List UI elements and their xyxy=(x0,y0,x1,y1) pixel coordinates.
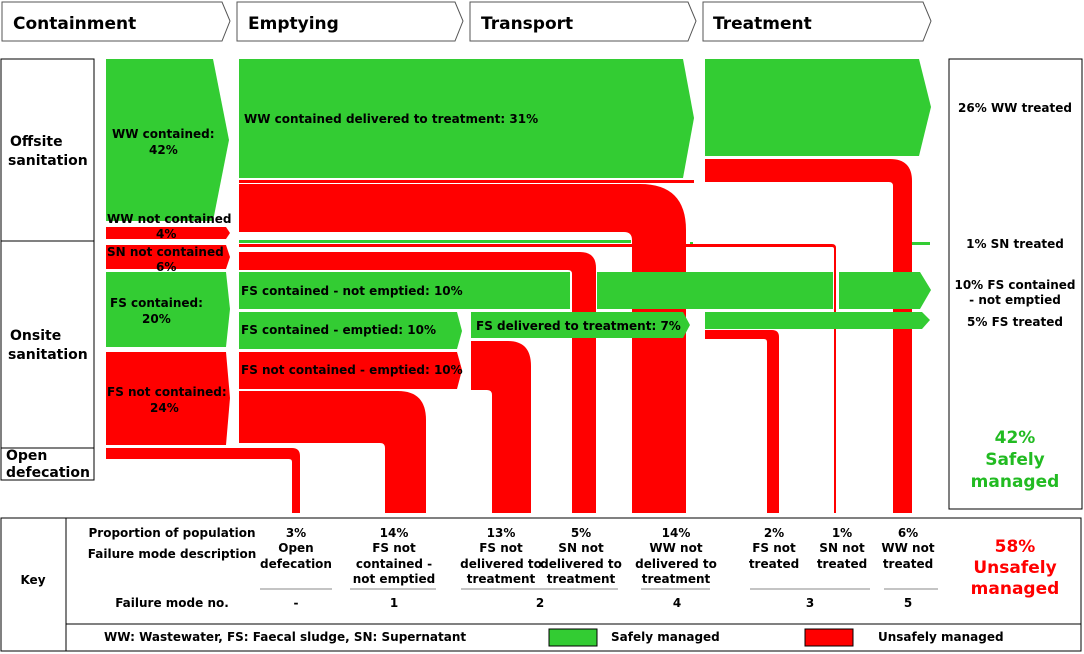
stage-transport: Transport xyxy=(481,14,573,34)
key-col-ww-nt-desc: WW not xyxy=(881,541,934,555)
abbrev-legend: WW: Wastewater, FS: Faecal sludge, SN: S… xyxy=(104,630,466,644)
key-col-fs-nt-desc: FS not xyxy=(752,541,796,555)
key-row-description: Failure mode description xyxy=(88,547,257,561)
flow-labels: WW contained: 42% WW not contained 4% SN… xyxy=(107,112,681,415)
open-label-2: defecation xyxy=(6,465,90,481)
safely-pct: 42% xyxy=(995,428,1036,448)
unsafe-flows xyxy=(106,159,912,513)
fs-not-emptied-outcome-2: - not emptied xyxy=(969,293,1061,307)
safely-label-2: managed xyxy=(971,472,1060,492)
key-col-sn-nt-desc: SN not xyxy=(819,541,865,555)
key-col-sn-nt-desc: treated xyxy=(817,557,867,571)
key-mode-no: 2 xyxy=(536,596,544,610)
sn-treated: 1% SN treated xyxy=(966,237,1064,251)
fs-treated: 5% FS treated xyxy=(967,315,1063,329)
open-label-1: Open xyxy=(6,448,47,464)
ww-not-contained-label: WW not contained xyxy=(107,212,231,226)
legend-unsafe-label: Unsafely managed xyxy=(878,630,1004,644)
key-col-fs-nd-desc: delivered to xyxy=(460,557,542,571)
stage-emptying: Emptying xyxy=(248,14,339,34)
fs-contained-label: FS contained: xyxy=(110,296,203,310)
key-row-proportion: Proportion of population xyxy=(89,526,256,540)
key-col-fs-nd-desc: FS not xyxy=(479,541,523,555)
unsafely-label-1: Unsafely xyxy=(973,558,1056,578)
safely-label-1: Safely xyxy=(985,450,1045,470)
key-row-mode-no: Failure mode no. xyxy=(115,596,229,610)
stage-treatment: Treatment xyxy=(713,14,812,34)
legend-safe-swatch xyxy=(548,628,598,647)
key-col-open-pct: 3% xyxy=(286,526,306,540)
key-col-ww-nd-desc: WW not xyxy=(649,541,702,555)
fs-nc-emptied-label: FS not contained - emptied: 10% xyxy=(241,363,463,377)
sn-not-contained-pct: 6% xyxy=(156,260,176,274)
key-col-fs-nc-desc: FS not xyxy=(372,541,416,555)
key-col-fs-nc-pct: 14% xyxy=(380,526,409,540)
key-col-sn-nt-pct: 1% xyxy=(832,526,852,540)
key-mode-no: 5 xyxy=(904,596,912,610)
fs-not-emptied-outcome-1: 10% FS contained xyxy=(954,278,1075,292)
stage-headers: Containment Emptying Transport Treatment xyxy=(1,1,932,42)
offsite-label-2: sanitation xyxy=(8,153,88,169)
key-mode-no: 3 xyxy=(806,596,814,610)
key-col-fs-nt-desc: treated xyxy=(749,557,799,571)
stage-containment: Containment xyxy=(13,14,136,34)
fs-emptied-label: FS contained - emptied: 10% xyxy=(241,323,436,337)
key-mode-no: - xyxy=(294,596,299,610)
unsafely-label-2: managed xyxy=(971,579,1060,599)
key-col-ww-nt-pct: 6% xyxy=(898,526,918,540)
sn-not-contained-label: SN not contained xyxy=(107,245,224,259)
fs-not-contained-label: FS not contained: xyxy=(107,385,227,399)
fs-not-contained-pct: 24% xyxy=(150,401,179,415)
onsite-label-2: sanitation xyxy=(8,347,88,363)
onsite-label-1: Onsite xyxy=(10,328,61,344)
key-mode-no: 4 xyxy=(673,596,681,610)
key-col-ww-nd-desc: delivered to xyxy=(635,557,717,571)
key-col-fs-nd-pct: 13% xyxy=(487,526,516,540)
ww-treated: 26% WW treated xyxy=(958,101,1072,115)
category-panel: Offsite sanitation Onsite sanitation Ope… xyxy=(0,58,95,481)
fs-contained-pct: 20% xyxy=(142,312,171,326)
legend-unsafe-swatch xyxy=(804,628,854,647)
safe-flows xyxy=(106,59,931,349)
fs-delivered-label: FS delivered to treatment: 7% xyxy=(476,319,681,333)
key-col-fs-nd-desc: treatment xyxy=(467,572,536,586)
fs-not-emptied-label: FS contained - not emptied: 10% xyxy=(241,284,463,298)
ww-contained-pct: 42% xyxy=(149,143,178,157)
ww-contained-label: WW contained: xyxy=(112,127,215,141)
unsafely-pct: 58% xyxy=(995,537,1036,557)
key-col-sn-nd-desc: SN not xyxy=(558,541,604,555)
key-col-sn-nd-desc: treatment xyxy=(547,572,616,586)
key-col-sn-nd-desc: delivered to xyxy=(540,557,622,571)
key-section: Key Proportion of population Failure mod… xyxy=(0,517,1082,652)
key-col-fs-nc-desc: not emptied xyxy=(353,572,436,586)
offsite-label-1: Offsite xyxy=(10,134,63,150)
key-title: Key xyxy=(20,573,45,587)
key-col-fs-nt-pct: 2% xyxy=(764,526,784,540)
key-col-ww-nt-desc: treated xyxy=(883,557,933,571)
key-col-open-desc: defecation xyxy=(260,557,332,571)
key-col-fs-nc-desc: contained - xyxy=(356,557,432,571)
key-col-ww-nd-desc: treatment xyxy=(642,572,711,586)
outcome-panel xyxy=(948,58,1083,510)
key-col-open-desc: Open xyxy=(278,541,313,555)
legend-safe-label: Safely managed xyxy=(611,630,720,644)
key-col-ww-nd-pct: 14% xyxy=(662,526,691,540)
outcome-labels: 26% WW treated 1% SN treated 10% FS cont… xyxy=(954,101,1075,492)
key-mode-no: 1 xyxy=(390,596,398,610)
ww-delivered-label: WW contained delivered to treatment: 31% xyxy=(244,112,538,126)
key-col-sn-nd-pct: 5% xyxy=(571,526,591,540)
ww-not-contained-pct: 4% xyxy=(156,227,176,241)
